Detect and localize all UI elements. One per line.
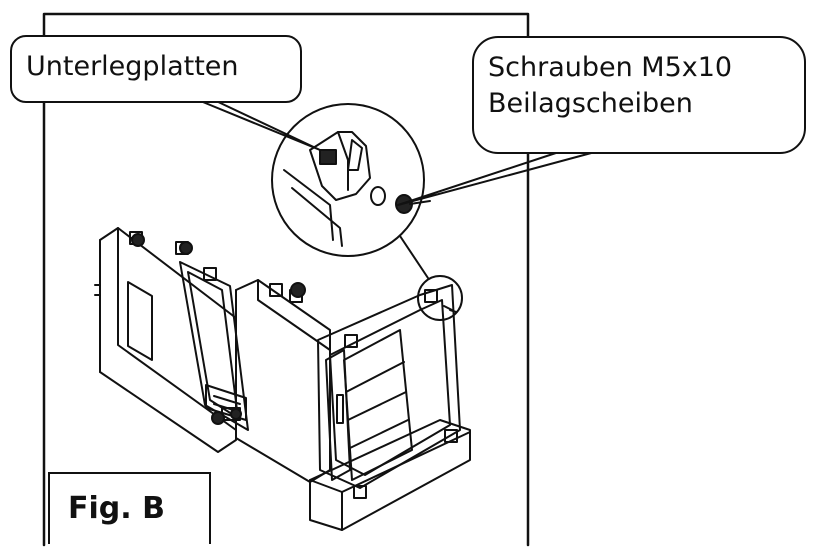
shims-pointer [197,99,321,151]
corner-connectors [129,231,458,499]
middle-panel [235,279,331,483]
left-panel [94,227,237,453]
callout-shims: Unterlegplatten [10,35,302,103]
hinge-section [179,261,249,431]
screws-pointer [397,149,596,206]
washer-detail [370,186,386,206]
figure-label: Fig. B [48,472,211,544]
base-block [309,419,471,531]
left-panel-window [127,281,153,361]
knobs [131,233,306,425]
magnifier-link [399,235,429,279]
callout-shims-text: Unterlegplatten [26,51,239,82]
detail-source-circle [417,275,463,321]
detail-magnifier [271,103,431,257]
callout-screws-washers: Schrauben M5x10 Beilagscheiben [472,36,806,154]
callout-screws-text: Schrauben M5x10 [488,52,733,83]
right-frame [317,284,461,489]
frame-border [42,12,530,547]
callout-washers-text: Beilagscheiben [488,88,693,119]
